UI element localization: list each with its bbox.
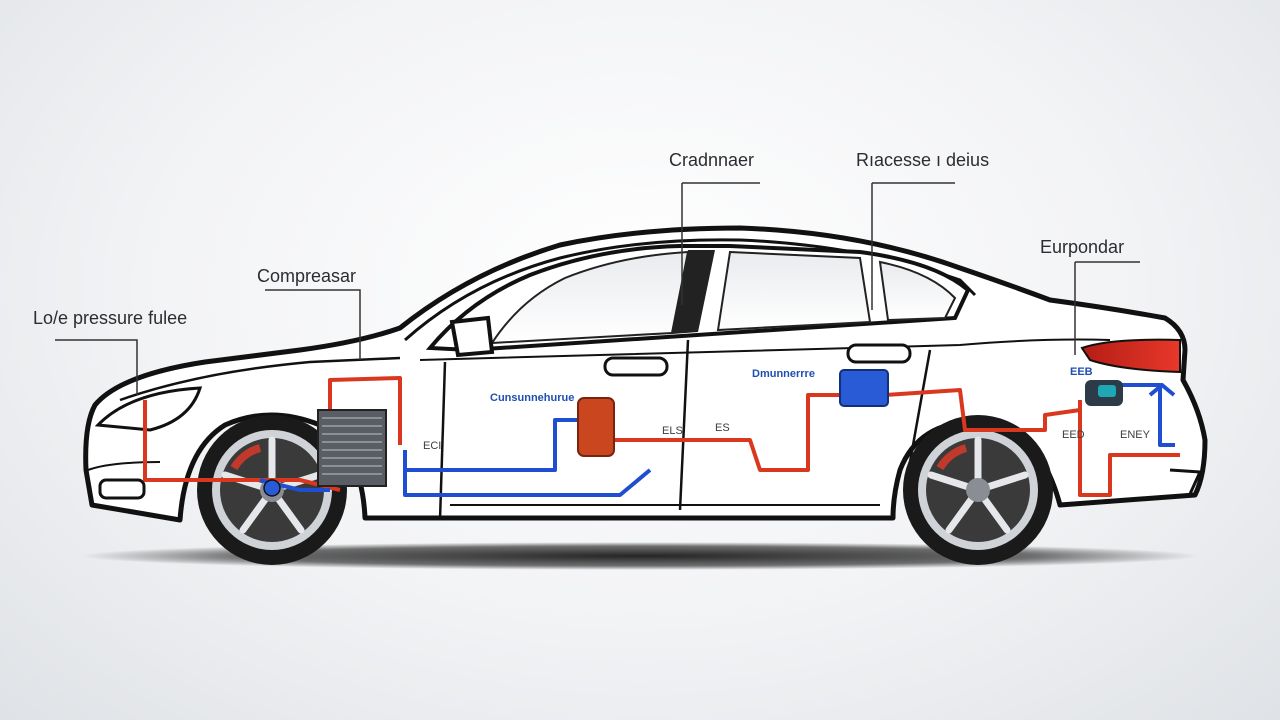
blower-blue-tag: Dmunnerrre	[752, 368, 815, 380]
center-small-tag-2: ES	[715, 422, 730, 434]
front-door-handle	[603, 356, 669, 377]
low-pressure-tube-label: Lo/e pressure fulee	[33, 308, 187, 328]
car-shadow	[80, 542, 1200, 570]
condenser-core	[317, 409, 387, 487]
rear-small-tag-3: ENEY	[1120, 429, 1151, 441]
condenser-label: Cradnnaer	[669, 150, 754, 170]
receiver-drier-unit	[577, 397, 615, 457]
low-pressure-lines	[259, 383, 1176, 497]
expander-label: Eurpondar	[1040, 237, 1124, 257]
rear-door-handle	[846, 343, 912, 364]
center-blue-tag: Cunsunnehurue	[490, 392, 574, 404]
receiver-drier-label: Rıacesse ı deius	[856, 150, 989, 170]
front-window	[490, 250, 690, 345]
rear-small-tag-1: EEB	[1070, 366, 1093, 378]
taillight	[1080, 338, 1181, 374]
compressor-label: Compreasar	[257, 266, 356, 286]
fog-light	[98, 478, 146, 500]
rear-small-tag-2: EED	[1062, 429, 1085, 441]
center-small-tag-1: ELS	[662, 425, 683, 437]
leader-lines	[55, 182, 1140, 395]
side-mirror	[449, 315, 495, 358]
rear-wheel	[903, 415, 1053, 565]
headlight	[94, 386, 203, 432]
left-small-tag: ECI	[423, 440, 441, 452]
quarter-window	[878, 260, 957, 322]
expansion-valve	[1085, 380, 1123, 406]
blower-unit	[839, 369, 889, 407]
front-manifold	[263, 479, 281, 497]
rear-window	[716, 250, 872, 332]
